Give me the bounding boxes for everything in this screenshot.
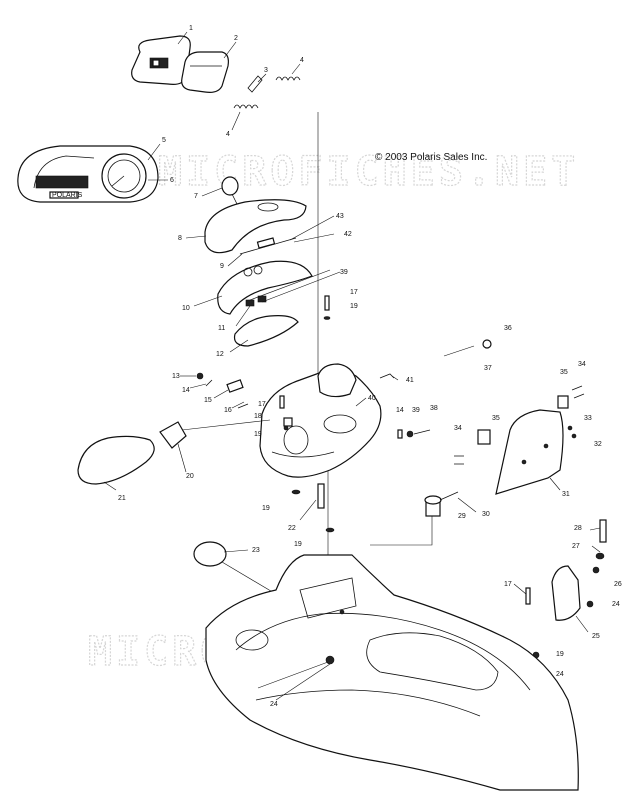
part-mirror — [77, 419, 271, 485]
callout: 14 — [396, 407, 404, 414]
part-fitting — [424, 491, 459, 517]
part-hull-deck — [205, 554, 579, 791]
callout: 5 — [162, 137, 166, 144]
callout: 29 — [458, 513, 466, 520]
callout: 43 — [336, 213, 344, 220]
part-post — [291, 483, 335, 533]
callout: 28 — [574, 525, 582, 532]
part-brackets — [454, 385, 585, 465]
callout: 27 — [572, 543, 580, 550]
callout: 13 — [172, 373, 180, 380]
callout: 25 — [592, 633, 600, 640]
callout: 19 — [350, 303, 358, 310]
callout: 17 — [504, 581, 512, 588]
callout: 41 — [406, 377, 414, 384]
callout: 15 — [204, 397, 212, 404]
callout: 1 — [189, 25, 193, 32]
callout-labels: 1 2 3 4 4 5 6 7 8 43 42 9 10 39 17 19 11… — [118, 25, 622, 708]
callout: 21 — [118, 495, 126, 502]
part-switch-housing — [131, 35, 191, 85]
callout: 24 — [556, 671, 564, 678]
callout: 24 — [612, 601, 620, 608]
callout: 11 — [218, 325, 225, 332]
part-small-hardware — [196, 339, 492, 439]
callout: 35 — [492, 415, 500, 422]
callout: 4 — [300, 57, 304, 64]
callout: 9 — [220, 263, 224, 270]
callout: 3 — [264, 67, 268, 74]
part-steering-console — [259, 363, 382, 478]
callout: 34 — [454, 425, 462, 432]
callout: 6 — [170, 177, 174, 184]
callout: 2 — [234, 35, 238, 42]
callout: 32 — [594, 441, 602, 448]
callout: 31 — [562, 491, 570, 498]
callout: 17 — [350, 289, 358, 296]
callout: 19 — [254, 431, 262, 438]
callout: 20 — [186, 473, 194, 480]
callout: 19 — [262, 505, 270, 512]
leader-lines — [103, 31, 601, 701]
callout: 14 — [182, 387, 190, 394]
callout: 23 — [252, 547, 260, 554]
callout: 22 — [288, 525, 296, 532]
callout: 35 — [560, 369, 568, 376]
part-gauge-cluster: POLARIS — [17, 145, 159, 203]
part-bolt-top — [323, 295, 331, 320]
part-knob — [221, 176, 239, 207]
callout: 39 — [412, 407, 420, 414]
gauge-brand-text: POLARIS — [52, 192, 83, 199]
callout: 40 — [368, 395, 376, 402]
callout: 17 — [258, 401, 266, 408]
callout: 36 — [504, 325, 512, 332]
callout: 7 — [194, 193, 198, 200]
callout: 24 — [270, 701, 278, 708]
callout: 12 — [216, 351, 224, 358]
part-bracket-assembly — [525, 519, 607, 676]
callout: 19 — [294, 541, 302, 548]
part-springs — [233, 75, 301, 109]
callout: 33 — [584, 415, 592, 422]
copyright-text: © 2003 Polaris Sales Inc. — [375, 152, 487, 163]
callout: 10 — [182, 305, 190, 312]
callout: 19 — [556, 651, 564, 658]
part-side-panel — [495, 409, 564, 495]
callout: 38 — [430, 405, 438, 412]
callout: 39 — [340, 269, 348, 276]
part-lower-panel — [217, 260, 313, 315]
callout: 37 — [484, 365, 492, 372]
part-cover — [181, 51, 229, 93]
callout: 26 — [614, 581, 622, 588]
callout: 42 — [344, 231, 352, 238]
callout: 4 — [226, 131, 230, 138]
callout: 34 — [578, 361, 586, 368]
part-cable — [239, 237, 297, 255]
part-gasket — [233, 315, 299, 347]
part-console-upper — [204, 199, 307, 254]
guide-line-fitting — [370, 515, 433, 546]
callout: 16 — [224, 407, 232, 414]
callout: 18 — [254, 413, 262, 420]
callout: 30 — [482, 511, 490, 518]
callout: 8 — [178, 235, 182, 242]
